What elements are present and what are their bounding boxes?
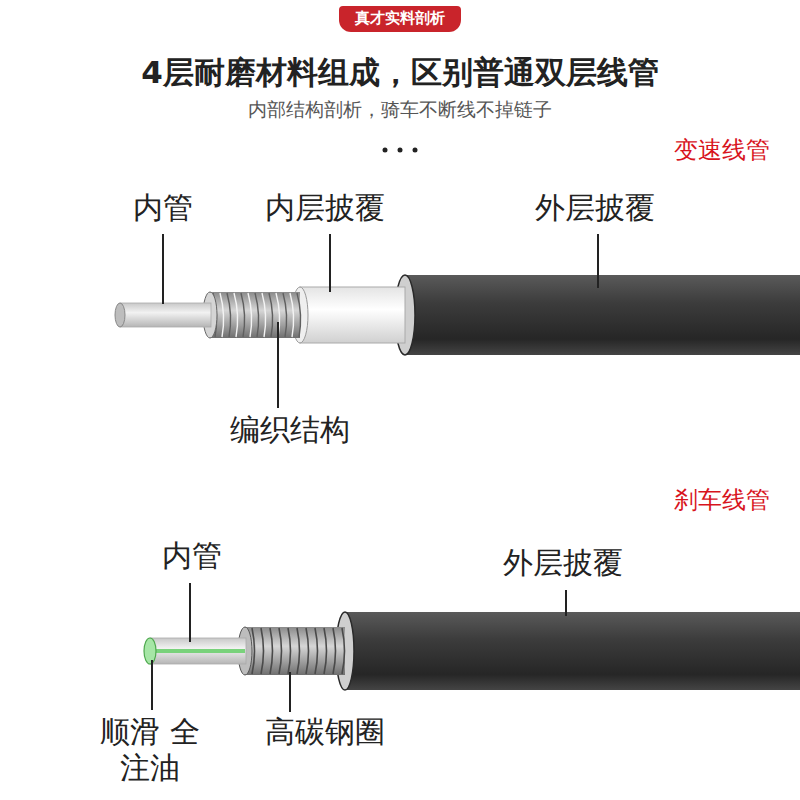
part-label: 编织结构 [230, 412, 350, 448]
part-label: 内层披覆 [265, 190, 385, 226]
outer-sheath [405, 275, 800, 355]
coil-ring [261, 628, 264, 674]
coil-ring [342, 628, 345, 674]
part-label: 高碳钢圈 [265, 714, 385, 750]
inner-tube [120, 303, 211, 327]
braid-strand [255, 293, 259, 337]
coil-ring [324, 628, 327, 674]
coil-ring [288, 628, 291, 674]
coil-ring [297, 628, 300, 674]
inner-tube [150, 638, 246, 664]
inner-tube-end [144, 638, 156, 664]
leader-line [289, 672, 291, 712]
braid-strand [269, 293, 273, 337]
section-heading: 变速线管 [674, 136, 770, 165]
braid-strand [262, 293, 266, 337]
leader-line [162, 234, 164, 304]
part-label: 顺滑 全注油 [100, 714, 200, 786]
braid-strand [283, 293, 287, 337]
steel-coil [245, 627, 345, 675]
dot [398, 148, 403, 153]
part-label: 内管 [162, 538, 222, 574]
brake-cable [144, 612, 800, 690]
leader-line [151, 660, 153, 710]
braid [210, 292, 300, 338]
inner-tube-end [115, 303, 125, 327]
dot [413, 148, 418, 153]
dot [383, 148, 388, 153]
coil-rings [252, 628, 345, 674]
oil-stripe [153, 649, 245, 653]
outer-sheath [345, 612, 800, 690]
braid-strand [227, 293, 231, 337]
shift-cable [115, 275, 800, 355]
braid-strand [248, 293, 252, 337]
braid-strand [220, 293, 224, 337]
section-heading: 刹车线管 [674, 486, 770, 515]
banner-badge: 真才实料剖析 [339, 6, 461, 32]
braid-strand [297, 293, 301, 337]
leader-line [189, 583, 191, 642]
braid-strand [241, 293, 245, 337]
banner-text: 真才实料剖析 [355, 9, 445, 29]
subtitle: 内部结构剖析，骑车不断线不掉链子 [248, 98, 552, 121]
part-label: 内管 [133, 190, 193, 226]
coil-ring [315, 628, 318, 674]
dots [383, 148, 418, 153]
leader-line [597, 234, 599, 288]
coil-ring [333, 628, 336, 674]
part-label: 外层披覆 [535, 190, 655, 226]
braid-strand [290, 293, 294, 337]
part-label: 外层披覆 [503, 545, 623, 581]
leader-line [277, 322, 279, 408]
braid-strands [206, 293, 301, 337]
braid-strand [234, 293, 238, 337]
title: 4层耐磨材料组成，区别普通双层线管 [141, 54, 659, 91]
leader-line [329, 234, 331, 292]
coil-ring [270, 628, 273, 674]
coil-ring [279, 628, 282, 674]
leaders [152, 234, 598, 712]
inner-sheath [300, 287, 405, 343]
leader-line [565, 590, 567, 616]
coil-ring [306, 628, 309, 674]
